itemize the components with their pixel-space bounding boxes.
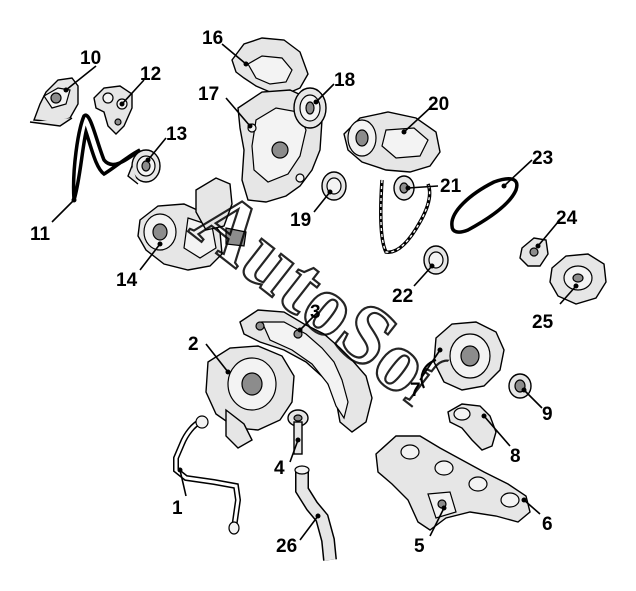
part-v-belt bbox=[71, 113, 142, 201]
part-exhaust-manifold bbox=[375, 435, 531, 531]
part-crankshaft-seal-housing bbox=[420, 321, 505, 391]
callout-19: 19 bbox=[290, 210, 311, 231]
callout-23: 23 bbox=[532, 148, 553, 169]
leader-lines bbox=[51, 43, 579, 541]
part-small-bracket bbox=[519, 237, 549, 267]
callout-24: 24 bbox=[556, 208, 578, 229]
callout-14: 14 bbox=[116, 270, 138, 291]
callout-5: 5 bbox=[414, 536, 425, 557]
callout-16: 16 bbox=[202, 28, 223, 49]
callout-17: 17 bbox=[198, 84, 219, 105]
part-camshaft-gear bbox=[293, 87, 327, 129]
callout-12: 12 bbox=[140, 64, 161, 85]
part-tensioner-bracket bbox=[93, 85, 133, 135]
part-oil-feed-pipe bbox=[173, 415, 242, 535]
callout-labels: 1 2 3 4 5 6 7 8 9 10 11 12 13 14 16 17 1… bbox=[30, 28, 578, 557]
part-turbocharger bbox=[205, 345, 295, 449]
callout-25: 25 bbox=[532, 312, 554, 333]
part-idler-pulley bbox=[127, 149, 161, 185]
callout-6: 6 bbox=[542, 514, 553, 535]
callout-1: 1 bbox=[172, 498, 183, 519]
part-timing-belt bbox=[379, 175, 432, 254]
callout-7: 7 bbox=[410, 380, 421, 401]
part-injection-pump bbox=[343, 111, 441, 173]
callout-9: 9 bbox=[542, 404, 553, 425]
part-timing-cover-upper bbox=[231, 37, 309, 95]
callout-3: 3 bbox=[310, 302, 321, 323]
part-drain-pipe bbox=[294, 465, 337, 561]
callout-11: 11 bbox=[30, 224, 51, 245]
part-ribbed-belt bbox=[450, 176, 519, 234]
callout-18: 18 bbox=[334, 70, 355, 91]
callout-2: 2 bbox=[188, 334, 199, 355]
part-heat-shield bbox=[239, 309, 373, 433]
callout-4: 4 bbox=[274, 458, 285, 479]
part-coolant-outlet bbox=[447, 403, 497, 451]
callout-26: 26 bbox=[276, 536, 297, 557]
callout-8: 8 bbox=[510, 446, 521, 467]
callout-20: 20 bbox=[428, 94, 449, 115]
part-pump-housing bbox=[549, 253, 607, 305]
callout-22: 22 bbox=[392, 286, 413, 307]
callout-10: 10 bbox=[80, 48, 101, 69]
callout-13: 13 bbox=[166, 124, 187, 145]
part-water-pump bbox=[137, 177, 247, 271]
callout-21: 21 bbox=[440, 176, 462, 197]
